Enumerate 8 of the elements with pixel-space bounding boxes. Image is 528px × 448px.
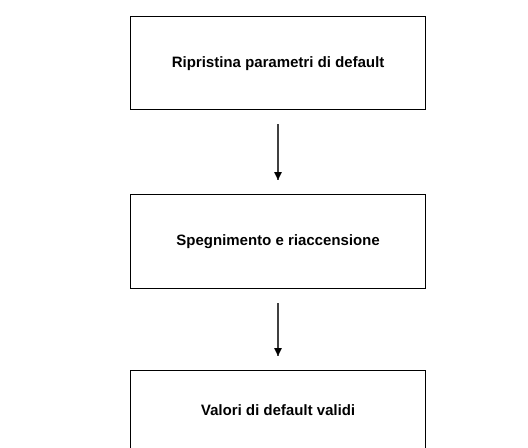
process-box [130,194,426,289]
box-label: Spegnimento e riaccensione [176,231,380,252]
arrow [274,124,282,180]
arrow [274,303,282,356]
box-label: Valori di default validi [200,400,356,421]
process-box [130,16,426,110]
process-box [130,370,426,448]
box-label: Ripristina parametri di default [172,52,384,73]
